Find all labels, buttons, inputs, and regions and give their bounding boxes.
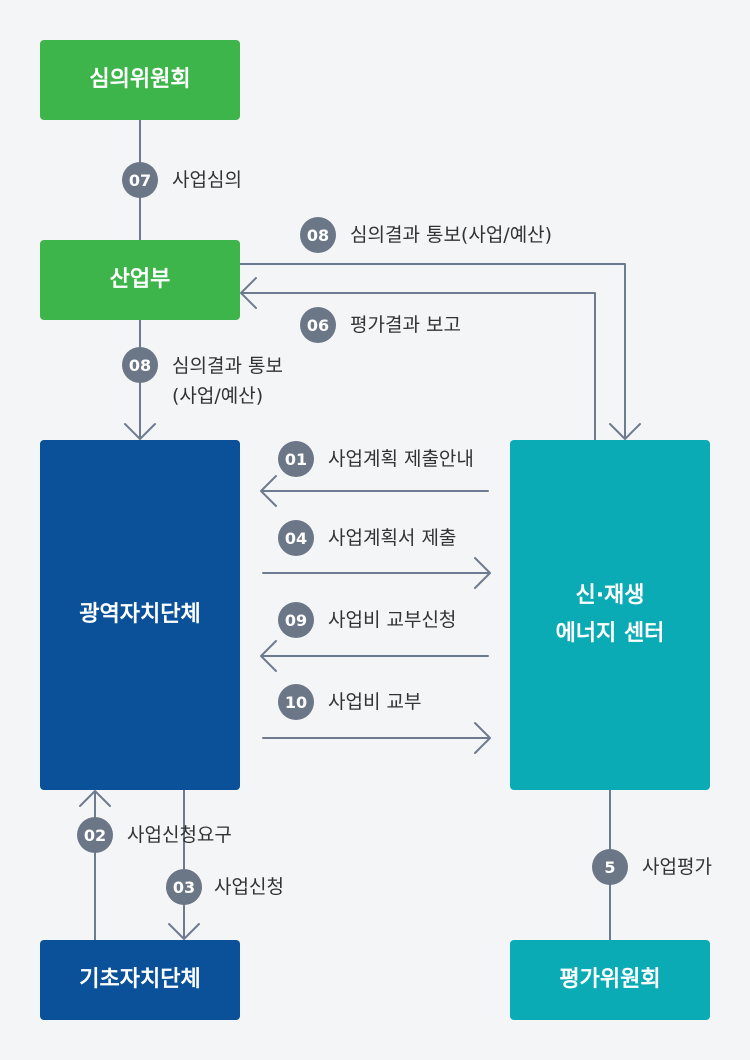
- connector-08-notify-center: [239, 263, 626, 438]
- step-01-badge: 01: [278, 441, 314, 477]
- step-02-label: 사업신청요구: [127, 824, 232, 846]
- step-09-label: 사업비 교부신청: [328, 609, 457, 631]
- ministry-box: 산업부: [40, 240, 240, 320]
- step-04-label: 사업계획서 제출: [328, 527, 457, 549]
- step-07-badge: 07: [122, 162, 158, 198]
- step-08-top-badge: 08: [300, 217, 336, 253]
- step-08-top-label: 심의결과 통보(사업/예산): [350, 224, 553, 246]
- ministry-label: 산업부: [109, 267, 171, 292]
- step-10-badge: 10: [278, 684, 314, 720]
- eval-committee-box: 평가위원회: [510, 940, 710, 1020]
- arrow-head-03: [168, 923, 200, 940]
- step-08-left-label-line2: (사업/예산): [172, 385, 264, 407]
- step-01-label: 사업계획 제출안내: [328, 448, 474, 470]
- connector-06-report: [242, 292, 596, 441]
- step-03-label: 사업신청: [214, 876, 284, 898]
- local-gov-label: 기초자치단체: [79, 967, 201, 992]
- arrow-head-10: [474, 722, 491, 754]
- step-08-left-badge: 08: [122, 347, 158, 383]
- arrow-head-ministry-metro: [124, 423, 156, 440]
- local-gov-box: 기초자치단체: [40, 940, 240, 1020]
- step-03-badge: 03: [166, 869, 202, 905]
- committee-label: 심의위원회: [89, 67, 191, 92]
- eval-committee-label: 평가위원회: [559, 967, 661, 992]
- arrow-head-06-report: [240, 277, 257, 309]
- step-10-label: 사업비 교부: [328, 691, 422, 713]
- energy-center-label-line1: 신·재생: [575, 583, 645, 608]
- step-04-badge: 04: [278, 520, 314, 556]
- arrow-head-01: [260, 475, 277, 507]
- energy-center-box: 신·재생 에너지 센터: [510, 440, 710, 790]
- metro-gov-label: 광역자치단체: [79, 602, 201, 627]
- step-09-badge: 09: [278, 602, 314, 638]
- step-07-label: 사업심의: [172, 169, 242, 191]
- arrow-head-08-notify-center: [609, 423, 641, 440]
- step-02-badge: 02: [77, 817, 113, 853]
- step-05-badge: 5: [592, 849, 628, 885]
- committee-box: 심의위원회: [40, 40, 240, 120]
- arrow-head-09: [260, 640, 277, 672]
- energy-center-label-line2: 에너지 센터: [555, 621, 665, 646]
- arrow-head-02: [79, 790, 111, 807]
- step-08-left-label-line1: 심의결과 통보: [172, 355, 283, 377]
- arrow-head-04: [474, 557, 491, 589]
- metro-gov-box: 광역자치단체: [40, 440, 240, 790]
- step-05-label: 사업평가: [642, 856, 712, 878]
- step-06-badge: 06: [300, 307, 336, 343]
- step-06-label: 평가결과 보고: [350, 314, 461, 336]
